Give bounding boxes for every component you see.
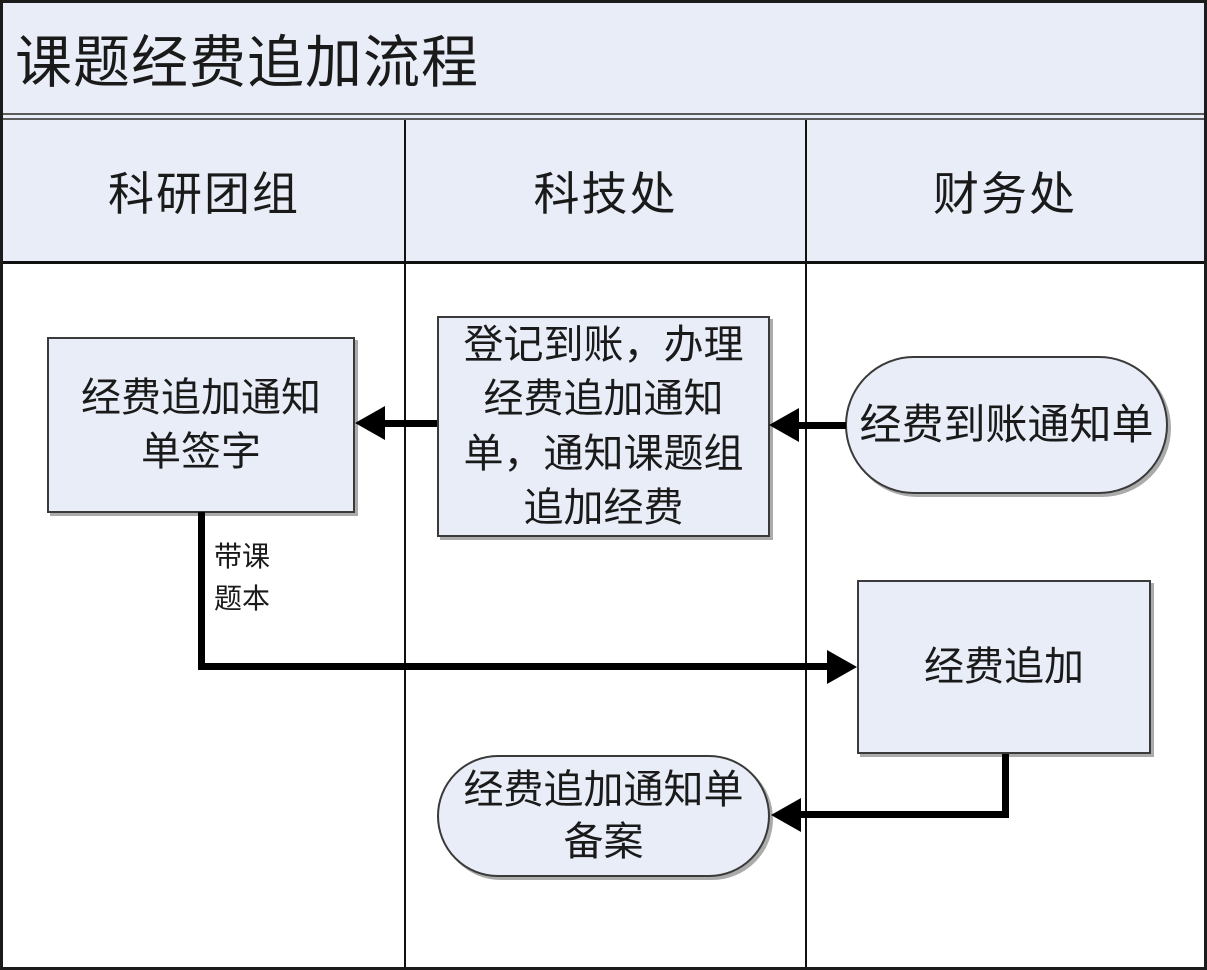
arrow-sign-to-addition-vertical xyxy=(198,512,205,670)
lane-header-row: 科研团组 科技处 财务处 xyxy=(3,120,1204,264)
arrow-register-to-sign-line xyxy=(385,420,437,427)
process-box-funding-addition: 经费追加 xyxy=(857,580,1151,754)
lane-header-finance-dept: 财务处 xyxy=(933,166,1077,221)
diagram-title-band: 课题经费追加流程 xyxy=(3,3,1204,113)
process-box-notice-signing: 经费追加通知 单签字 xyxy=(47,337,355,513)
arrow-arrival-to-register-head-icon xyxy=(769,408,799,442)
lane-header-research-team: 科研团组 xyxy=(108,166,300,221)
edge-label-project-notebook: 带课 题本 xyxy=(214,540,271,615)
arrow-sign-to-addition-horizontal xyxy=(198,663,830,670)
terminator-funding-arrival-notice: 经费到账通知单 xyxy=(845,356,1168,494)
lane-divider-2 xyxy=(805,120,807,967)
diagram-title: 课题经费追加流程 xyxy=(15,30,479,96)
arrow-register-to-sign-head-icon xyxy=(355,406,385,440)
arrow-addition-to-record-vertical xyxy=(1002,754,1009,815)
arrow-addition-to-record-head-icon xyxy=(771,798,801,832)
arrow-addition-to-record-horizontal xyxy=(801,811,1009,818)
title-separator xyxy=(3,113,1204,120)
lane-divider-1 xyxy=(404,120,406,967)
terminator-notice-filing: 经费追加通知单 备案 xyxy=(437,755,770,877)
lane-header-sci-tech-dept: 科技处 xyxy=(533,166,678,221)
arrow-sign-to-addition-head-icon xyxy=(827,650,857,684)
arrow-arrival-to-register-line xyxy=(799,422,846,429)
process-box-register-arrival: 登记到账，办理 经费追加通知 单，通知课题组 追加经费 xyxy=(437,316,770,537)
